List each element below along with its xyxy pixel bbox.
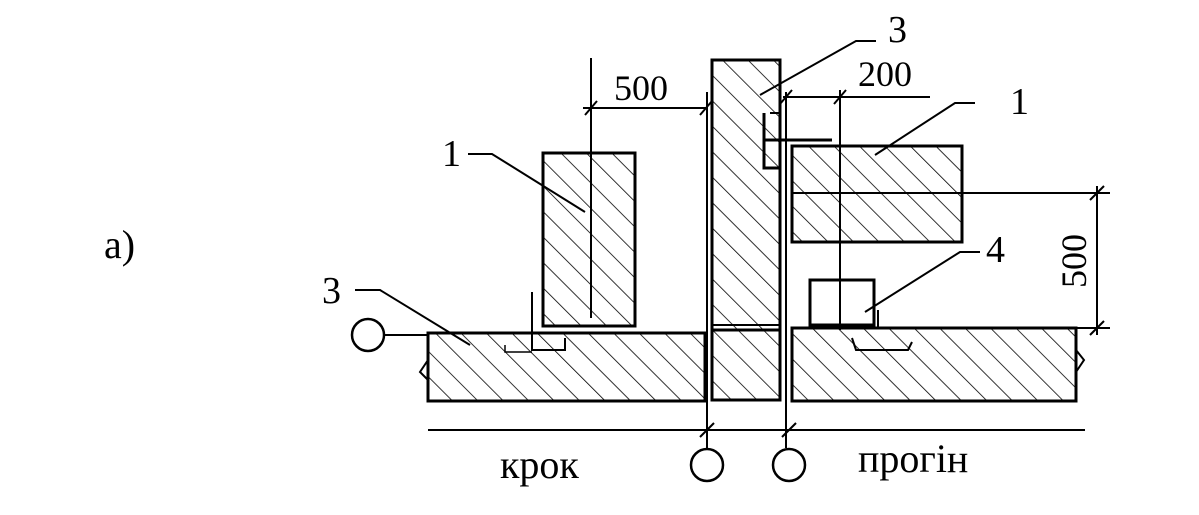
callout-left-block-leader — [468, 153, 586, 213]
callout-left-block: 1 — [442, 133, 461, 175]
dimension-right — [779, 89, 930, 105]
column-bracket — [762, 113, 832, 170]
axis-marker-column-right — [771, 447, 807, 483]
bottom-dimension — [428, 422, 1085, 438]
dimension-height-label: 500 — [1054, 234, 1094, 288]
callout-small-block: 4 — [986, 229, 1005, 271]
callout-right-block: 1 — [1010, 81, 1029, 123]
callout-column: 3 — [888, 9, 907, 51]
center-column — [710, 58, 782, 402]
callout-slab: 3 — [322, 270, 341, 312]
axis-marker-column-left — [689, 447, 725, 483]
dimension-height — [962, 185, 1110, 336]
small-block — [792, 278, 913, 351]
callout-column-leader — [759, 40, 876, 96]
bottom-label-span: прогін — [858, 436, 968, 481]
base-slab-right — [790, 326, 1086, 403]
dimension-right-label: 200 — [858, 54, 912, 94]
callout-right-block-leader — [874, 102, 975, 156]
right-block — [790, 144, 964, 244]
left-block — [504, 151, 637, 353]
figure-label: а) — [104, 222, 135, 267]
callout-small-block-leader — [864, 251, 980, 313]
dimension-left — [583, 100, 713, 116]
axis-marker-left — [350, 317, 386, 353]
base-slab-left — [418, 331, 707, 403]
dimension-left-label: 500 — [614, 68, 668, 108]
callout-slab-leader — [355, 289, 471, 346]
bottom-label-step: крок — [500, 442, 579, 487]
